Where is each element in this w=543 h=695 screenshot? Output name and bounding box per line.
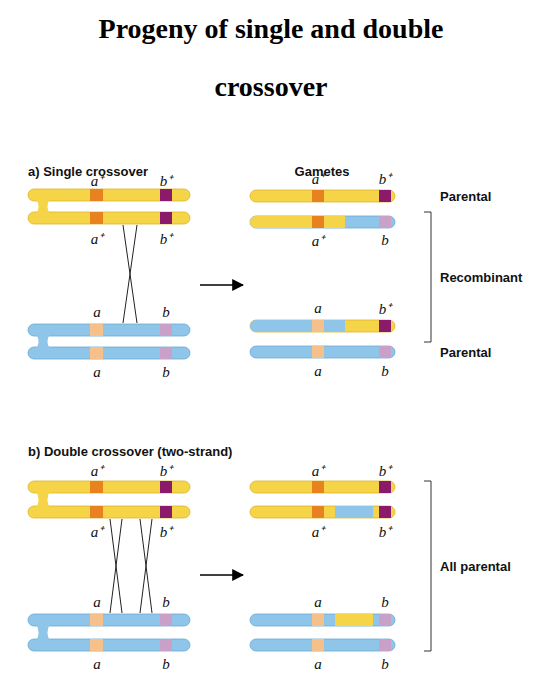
allele-label: b⁺	[379, 168, 392, 188]
allele-label: b⁺	[160, 460, 173, 480]
allele-label: b	[381, 656, 389, 673]
allele-label: a	[314, 656, 322, 673]
gametes	[250, 481, 395, 651]
allele-label: a⁺	[91, 170, 104, 190]
panel-heading: b) Double crossover (two-strand)	[28, 444, 232, 459]
process-arrow	[200, 574, 243, 576]
allele-label: b	[381, 363, 389, 380]
allele-label: b⁺	[379, 521, 392, 541]
allele-label: a	[314, 594, 322, 611]
allele-label: a⁺	[91, 521, 104, 541]
allele-label: b	[162, 656, 170, 673]
gametes	[250, 190, 395, 358]
blue-chromosome	[28, 614, 190, 651]
allele-label: b	[162, 594, 170, 611]
allele-label: a⁺	[312, 521, 325, 541]
gamete-class-label: Recombinant	[440, 270, 522, 285]
gamete-class-label: Parental	[440, 189, 491, 204]
allele-label: a	[93, 656, 101, 673]
panel-heading: a) Single crossover	[28, 164, 148, 179]
allele-label: a	[314, 363, 322, 380]
yellow-chromosome	[28, 189, 190, 224]
allele-label: a⁺	[312, 460, 325, 480]
allele-label: a	[93, 594, 101, 611]
yellow-chromosome	[28, 481, 190, 518]
crossover-lines	[123, 225, 137, 323]
allele-label: b⁺	[160, 521, 173, 541]
allele-label: b⁺	[379, 298, 392, 318]
bracket	[424, 212, 431, 342]
allele-label: a⁺	[91, 460, 104, 480]
allele-label: a	[314, 300, 322, 317]
blue-chromosome	[28, 324, 190, 359]
gamete-class-label: All parental	[440, 559, 511, 574]
allele-label: a	[93, 364, 101, 381]
allele-label: b	[162, 304, 170, 321]
allele-label: a	[93, 304, 101, 321]
page-title: Progeny of single and double crossover	[51, 0, 491, 116]
allele-label: b	[381, 594, 389, 611]
allele-label: b	[162, 364, 170, 381]
allele-label: a⁺	[91, 228, 104, 248]
allele-label: a⁺	[312, 230, 325, 250]
allele-label: b	[381, 232, 389, 249]
allele-label: b⁺	[379, 460, 392, 480]
allele-label: b⁺	[160, 170, 173, 190]
gamete-class-label: Parental	[440, 345, 491, 360]
crossover-lines	[110, 519, 152, 613]
allele-label: a⁺	[312, 168, 325, 188]
process-arrow	[200, 284, 243, 286]
allele-label: b⁺	[160, 228, 173, 248]
bracket	[424, 481, 431, 651]
